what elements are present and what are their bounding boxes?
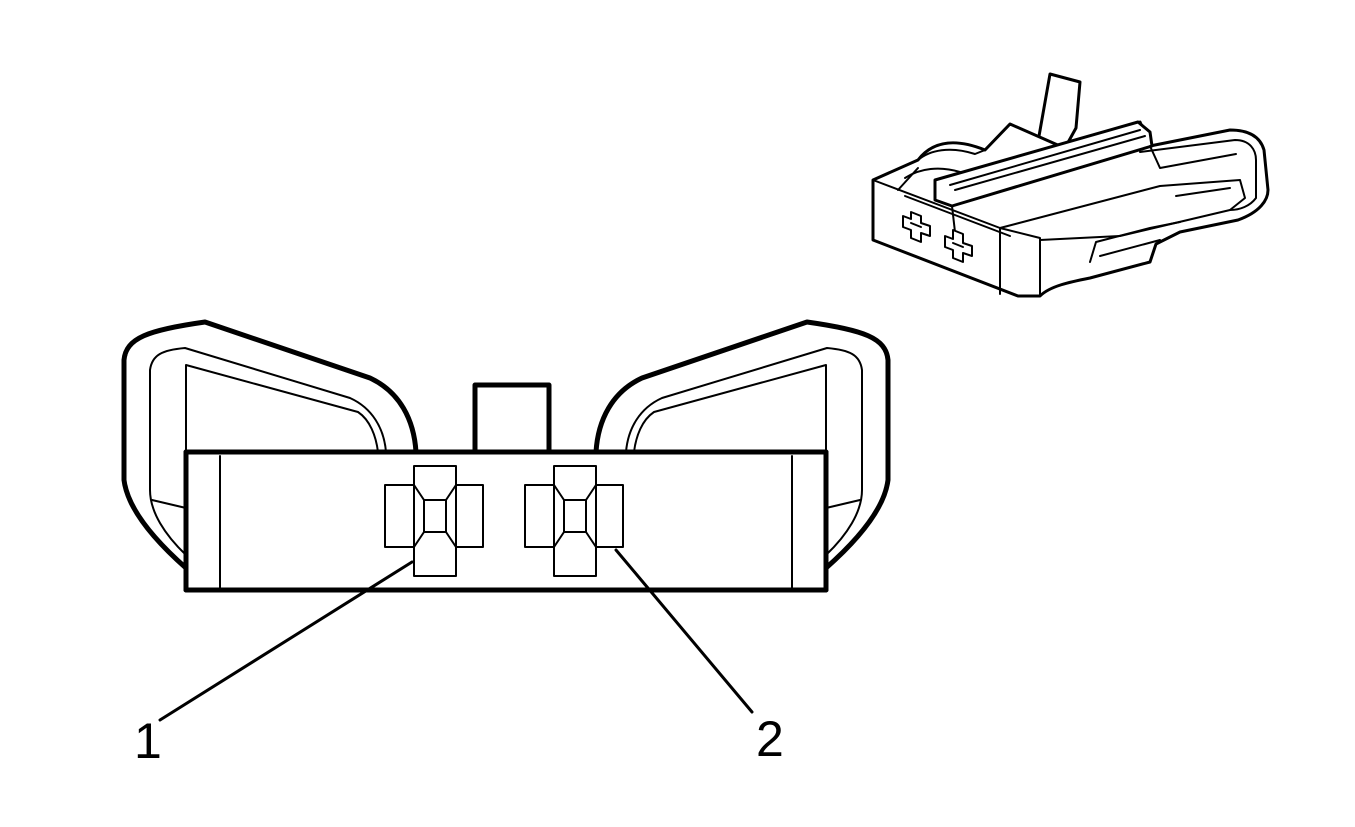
iso-lock-arm-upper (1139, 139, 1257, 211)
right-lock-loop (593, 319, 891, 593)
callout-label-2: 2 (756, 711, 784, 767)
right-lock-loop-inner (625, 347, 863, 556)
left-lock-loop-foot (151, 499, 187, 509)
latch-tab (472, 382, 552, 458)
iso-lock-arm-lower (1089, 221, 1181, 263)
left-lock-loop-inner (149, 347, 387, 556)
left-lock-loop (121, 319, 419, 593)
right-lock-loop-rib (633, 364, 827, 453)
iso-terminal-cavity-1 (902, 211, 931, 243)
connector-body (183, 449, 829, 593)
iso-top-rail-groove (949, 129, 1146, 191)
iso-lock-arm-inner (1149, 145, 1237, 197)
callout-label-1: 1 (134, 713, 162, 769)
leader-line-1 (158, 560, 414, 722)
iso-terminal-cavity-2 (944, 229, 973, 263)
connector-isometric-view (871, 72, 1270, 298)
iso-left-lip (904, 148, 986, 179)
leader-line-2 (614, 548, 754, 714)
iso-front-face (872, 179, 1041, 297)
right-lock-loop-foot (825, 499, 861, 509)
iso-front-top-edge (897, 167, 1011, 237)
connector-front-view: 1 2 (121, 319, 891, 769)
terminal-cavity-1 (384, 465, 484, 577)
left-lock-loop-rib (185, 364, 379, 453)
terminal-cavity-2 (524, 465, 624, 577)
